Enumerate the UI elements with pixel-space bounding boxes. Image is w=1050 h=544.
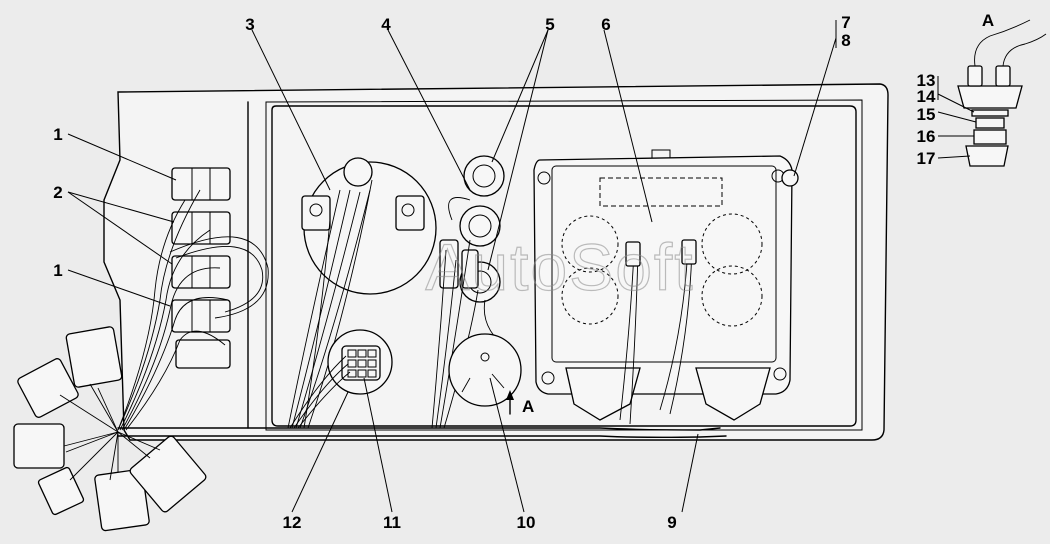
callout-5: 5	[545, 15, 554, 34]
callout-10: 10	[517, 513, 536, 532]
callout-12: 12	[283, 513, 302, 532]
watermark: AutoSoft	[425, 230, 694, 304]
callout-17: 17	[917, 149, 936, 168]
callout-8: 8	[841, 31, 850, 50]
bottom-harness	[117, 427, 721, 431]
callout-6: 6	[601, 15, 610, 34]
mounting-hole	[781, 169, 799, 187]
multi-pin-connector	[289, 329, 393, 429]
gauge-unit	[287, 157, 437, 429]
arrow-a-label: A	[522, 397, 534, 416]
callout-1-lower: 1	[53, 261, 62, 280]
leader-lines	[67, 20, 977, 513]
view-a-label: A	[982, 11, 994, 30]
callout-3: 3	[245, 15, 254, 34]
switch-block	[171, 167, 231, 369]
round-socket	[448, 333, 522, 407]
view-a-detail	[957, 19, 1047, 167]
bottom-harness-lower	[117, 435, 727, 439]
switch-harness	[117, 189, 269, 431]
callout-16: 16	[917, 127, 936, 146]
callout-2: 2	[53, 183, 62, 202]
instrument-cluster	[533, 149, 793, 425]
indicator-sockets	[431, 155, 512, 429]
inner-frame	[271, 105, 857, 427]
callout-13: 13	[917, 71, 936, 90]
callout-11: 11	[383, 513, 401, 532]
callout-1: 1	[53, 125, 62, 144]
callout-7: 7	[841, 13, 850, 32]
inner-frame-outer	[265, 99, 863, 431]
callout-15: 15	[917, 105, 936, 124]
callout-4: 4	[381, 15, 391, 34]
plug-connectors	[13, 326, 207, 532]
callout-9: 9	[667, 513, 676, 532]
callout-14: 14	[917, 87, 936, 106]
